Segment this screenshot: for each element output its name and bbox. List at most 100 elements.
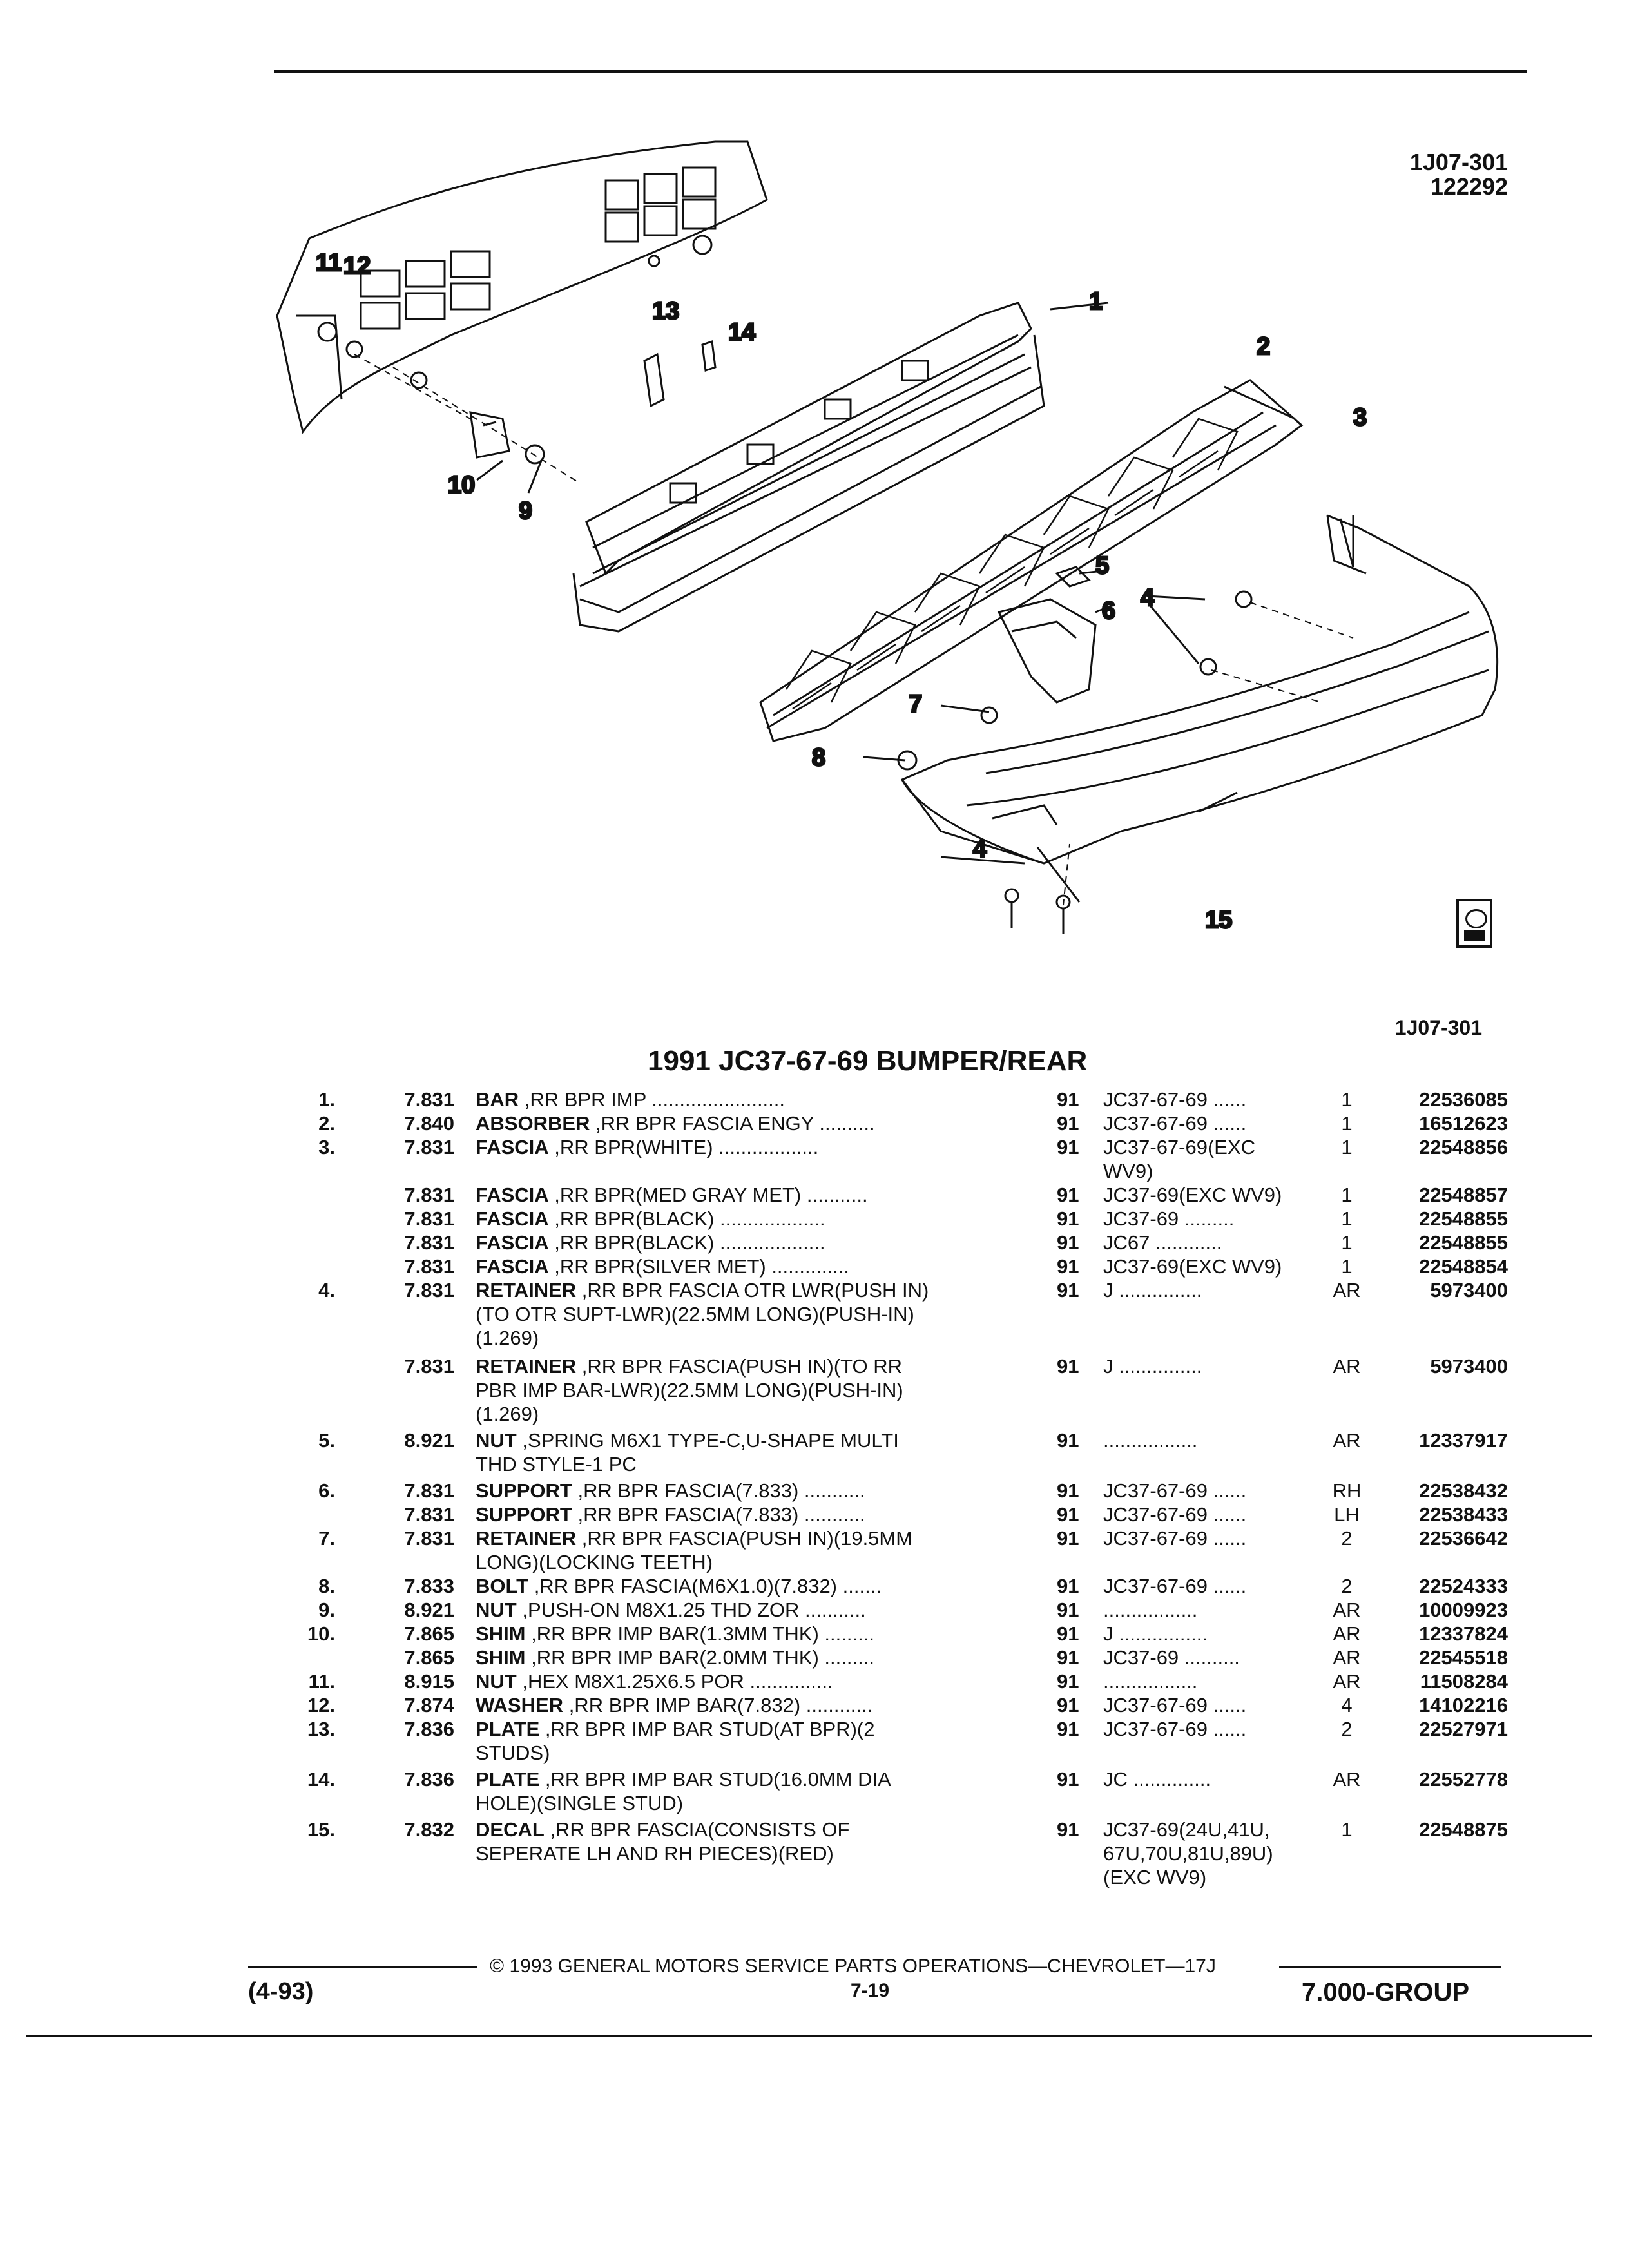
illustration-date-code: 122292 bbox=[1430, 173, 1508, 200]
body-panel-drawing bbox=[276, 140, 768, 434]
callout-2: 2 bbox=[1257, 333, 1270, 360]
description: SHIM ,RR BPR IMP BAR(1.3MM THK) ........… bbox=[476, 1623, 874, 1645]
callout-9: 9 bbox=[519, 497, 532, 524]
impact-bar-drawing bbox=[572, 302, 1045, 633]
description-text: ,RR BPR(BLACK) ................... bbox=[548, 1207, 825, 1230]
part-number: 22548855 bbox=[1419, 1231, 1508, 1254]
model-code: JC37-67-69 ...... bbox=[1103, 1694, 1247, 1716]
model-year: 91 bbox=[1057, 1255, 1079, 1278]
description: SHIM ,RR BPR IMP BAR(2.0MM THK) ........… bbox=[476, 1647, 874, 1669]
quantity: 4 bbox=[1341, 1694, 1353, 1716]
callout-13: 13 bbox=[652, 298, 679, 325]
support-and-fasteners-drawing bbox=[469, 340, 1253, 934]
model-code: JC37-67-69 ...... bbox=[1103, 1112, 1247, 1135]
issue-date: (4-93) bbox=[248, 1978, 314, 2005]
table-row: THD STYLE-1 PC bbox=[0, 1454, 1629, 1477]
model-code: JC .............. bbox=[1103, 1768, 1211, 1791]
group-number: 7.831 bbox=[404, 1527, 454, 1550]
part-name: RETAINER bbox=[476, 1279, 577, 1302]
part-name: RETAINER bbox=[476, 1355, 577, 1378]
group-number: 7.833 bbox=[404, 1575, 454, 1597]
part-name: BOLT bbox=[476, 1575, 529, 1597]
part-number: 12337824 bbox=[1419, 1622, 1508, 1645]
callout-12: 12 bbox=[343, 253, 371, 280]
part-name: SHIM bbox=[476, 1646, 526, 1669]
model-code: JC37-67-69 ...... bbox=[1103, 1479, 1247, 1502]
model-code: JC37-69(EXC WV9) bbox=[1103, 1255, 1282, 1278]
description-text: ,HEX M8X1.25X6.5 POR ............... bbox=[516, 1670, 833, 1693]
model-code: J ............... bbox=[1103, 1355, 1202, 1378]
model-year: 91 bbox=[1057, 1622, 1079, 1645]
model-code: 67U,70U,81U,89U) bbox=[1103, 1842, 1273, 1865]
quantity: AR bbox=[1333, 1768, 1361, 1791]
bottom-rule bbox=[26, 2035, 1592, 2037]
part-name: BAR bbox=[476, 1088, 519, 1111]
callout-8: 8 bbox=[812, 744, 825, 771]
model-year: 91 bbox=[1057, 1818, 1079, 1841]
quantity: 1 bbox=[1341, 1255, 1353, 1278]
description-text: ,SPRING M6X1 TYPE-C,U-SHAPE MULTI bbox=[516, 1429, 899, 1452]
part-name: NUT bbox=[476, 1429, 517, 1452]
callout-6: 6 bbox=[1102, 597, 1115, 624]
callout-15: 15 bbox=[1205, 907, 1232, 934]
quantity: 1 bbox=[1341, 1818, 1353, 1841]
description: SUPPORT ,RR BPR FASCIA(7.833) ..........… bbox=[476, 1480, 865, 1502]
description-text: PBR IMP BAR-LWR)(22.5MM LONG)(PUSH-IN) bbox=[476, 1379, 903, 1401]
quantity: 1 bbox=[1341, 1207, 1353, 1230]
description: PLATE ,RR BPR IMP BAR STUD(AT BPR)(2 bbox=[476, 1718, 875, 1740]
description-text: ,RR BPR FASCIA(CONSISTS OF bbox=[544, 1818, 850, 1841]
page-title: 1991 JC37-67-69 BUMPER/REAR bbox=[648, 1045, 1088, 1077]
description-text: SEPERATE LH AND RH PIECES)(RED) bbox=[476, 1842, 834, 1865]
group-number: 7.836 bbox=[404, 1768, 454, 1791]
part-name: FASCIA bbox=[476, 1207, 549, 1230]
description-text: ,PUSH-ON M8X1.25 THD ZOR ........... bbox=[516, 1599, 866, 1621]
item-number: 2. bbox=[318, 1112, 335, 1135]
description-text: (1.269) bbox=[476, 1327, 539, 1349]
item-number: 11. bbox=[308, 1670, 335, 1693]
quantity: 2 bbox=[1341, 1527, 1353, 1550]
part-name: ABSORBER bbox=[476, 1112, 590, 1135]
description-text: ,RR BPR(WHITE) .................. bbox=[548, 1136, 819, 1158]
model-code: JC37-67-69(EXC bbox=[1103, 1136, 1256, 1158]
part-number: 11508284 bbox=[1420, 1670, 1508, 1693]
description-text: ,RR BPR FASCIA(M6X1.0)(7.832) ....... bbox=[528, 1575, 882, 1597]
description: NUT ,SPRING M6X1 TYPE-C,U-SHAPE MULTI bbox=[476, 1430, 899, 1452]
description: BAR ,RR BPR IMP ........................ bbox=[476, 1089, 785, 1111]
quantity: AR bbox=[1333, 1279, 1361, 1302]
item-number: 13. bbox=[307, 1718, 335, 1740]
part-number: 22548856 bbox=[1419, 1136, 1508, 1158]
description-text: ,RR BPR FASCIA(7.833) ........... bbox=[572, 1479, 865, 1502]
model-year: 91 bbox=[1057, 1112, 1079, 1135]
description-text: ,RR BPR(SILVER MET) .............. bbox=[548, 1255, 849, 1278]
part-name: SHIM bbox=[476, 1622, 526, 1645]
group-number: 8.921 bbox=[404, 1429, 454, 1452]
group-number: 7.840 bbox=[404, 1112, 454, 1135]
bumper-fascia-drawing bbox=[900, 514, 1499, 865]
model-code: JC37-69 ......... bbox=[1103, 1207, 1235, 1230]
description-text: ,RR BPR(MED GRAY MET) ........... bbox=[548, 1184, 868, 1206]
callout-11: 11 bbox=[316, 249, 342, 276]
group-number: 7.832 bbox=[404, 1818, 454, 1841]
description-text: (TO OTR SUPT-LWR)(22.5MM LONG)(PUSH-IN) bbox=[476, 1303, 914, 1325]
group-number: 7.865 bbox=[404, 1646, 454, 1669]
description-text: ,RR BPR IMP BAR(7.832) ............ bbox=[563, 1694, 873, 1716]
description-text: HOLE)(SINGLE STUD) bbox=[476, 1792, 684, 1814]
model-year: 91 bbox=[1057, 1599, 1079, 1621]
description-text: ,RR BPR IMP BAR STUD(AT BPR)(2 bbox=[539, 1718, 875, 1740]
description-text: STUDS) bbox=[476, 1742, 550, 1764]
group-label: 7.000-GROUP bbox=[1302, 1978, 1470, 2006]
illustration-code-repeat: 1J07-301 bbox=[1394, 1016, 1482, 1039]
description: LONG)(LOCKING TEETH) bbox=[476, 1552, 713, 1573]
description: NUT ,HEX M8X1.25X6.5 POR ............... bbox=[476, 1671, 833, 1693]
model-code: JC37-69(EXC WV9) bbox=[1103, 1184, 1282, 1206]
part-number: 22545518 bbox=[1419, 1646, 1508, 1669]
callout-3: 3 bbox=[1353, 404, 1367, 431]
